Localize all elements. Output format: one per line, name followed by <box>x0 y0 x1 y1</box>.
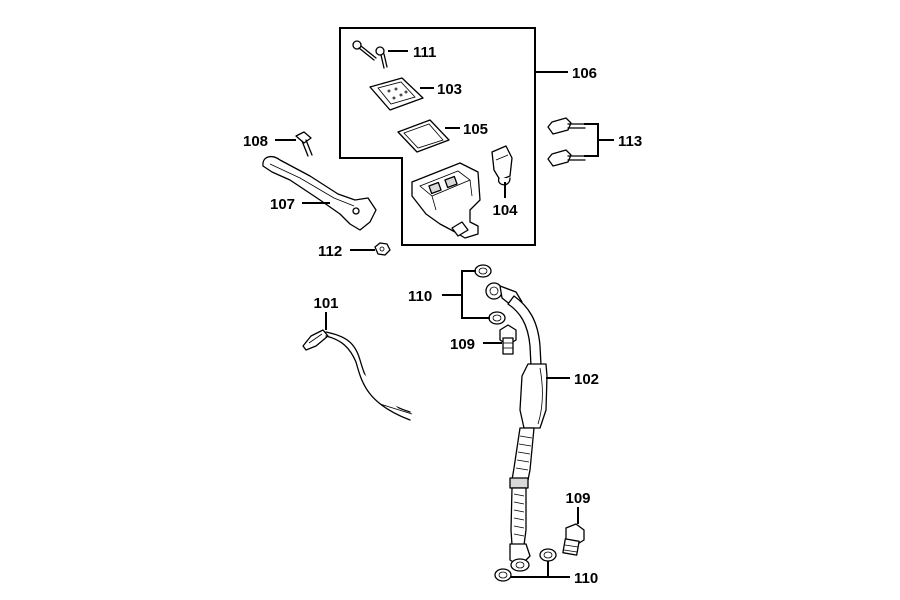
part-110-washers-top <box>474 264 506 325</box>
label-109-bottom: 109 <box>565 490 590 507</box>
part-107-lever <box>262 155 377 231</box>
bracket-110-bottom <box>511 561 570 578</box>
part-104-clamp <box>491 145 513 186</box>
label-108: 108 <box>243 133 268 150</box>
label-111: 111 <box>413 44 436 61</box>
part-108-bolt <box>295 131 313 157</box>
part-master-cylinder-body <box>411 162 481 239</box>
group-box-106 <box>339 27 536 246</box>
part-113-bolts <box>547 117 586 167</box>
part-111-screws <box>352 40 388 69</box>
part-112-nut <box>374 242 391 256</box>
label-105: 105 <box>463 121 488 138</box>
label-112: 112 <box>318 243 342 260</box>
part-109-bolt-top <box>499 324 517 355</box>
label-110-bottom: 110 <box>574 570 598 587</box>
label-109-top: 109 <box>450 336 475 353</box>
label-101: 101 <box>313 295 338 312</box>
bracket-110-top <box>442 270 490 319</box>
label-106: 106 <box>572 65 597 82</box>
label-110-top: 110 <box>408 288 432 305</box>
part-101-switch <box>302 329 413 421</box>
label-113: 113 <box>618 133 642 150</box>
part-102-hose <box>485 282 548 572</box>
bracket-113 <box>584 123 614 157</box>
label-102: 102 <box>574 371 599 388</box>
label-104: 104 <box>492 202 518 219</box>
label-103: 103 <box>437 81 462 98</box>
label-107: 107 <box>270 196 295 213</box>
part-105-diaphragm <box>397 119 450 153</box>
part-109-bolt-bottom <box>562 523 585 556</box>
part-103-cover <box>369 77 424 111</box>
